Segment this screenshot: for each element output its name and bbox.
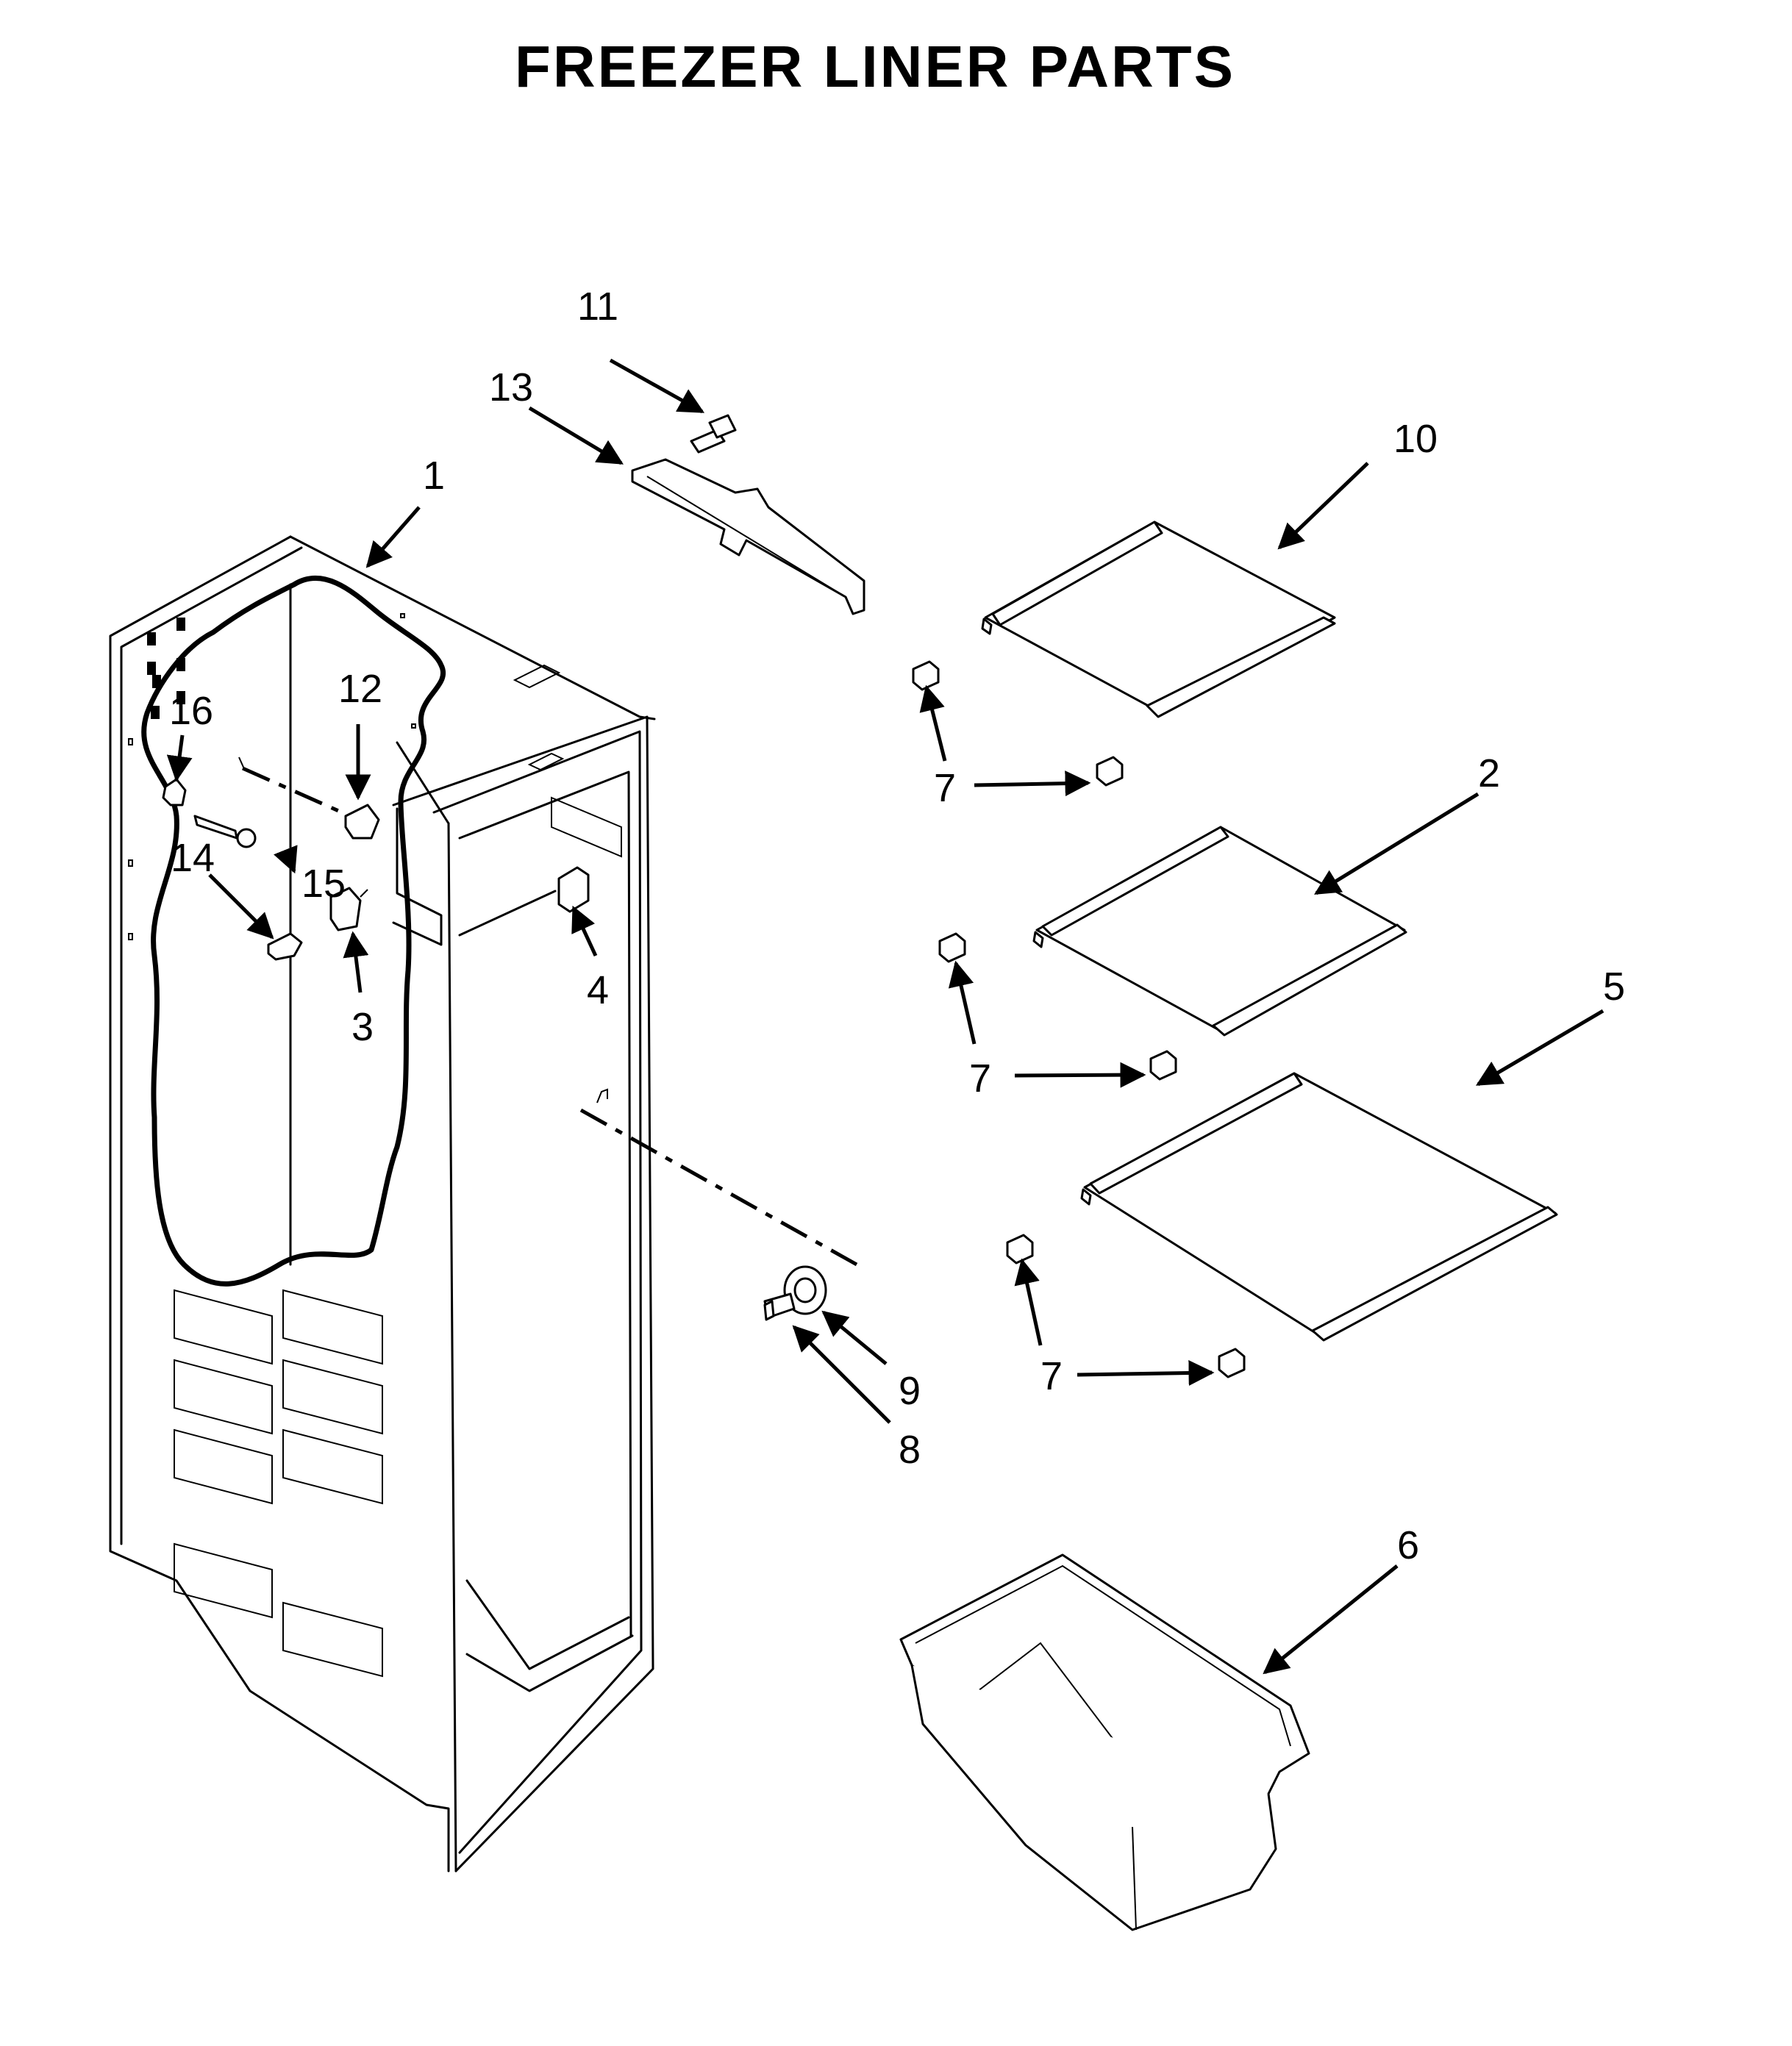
- callout-arrows: [166, 358, 1604, 1675]
- callout-8: 8: [899, 1428, 921, 1472]
- callout-14: 14: [171, 836, 215, 880]
- shelf-supports-part-7: [912, 660, 1246, 1378]
- callout-7-top: 7: [934, 766, 956, 810]
- callout-4: 4: [587, 968, 609, 1012]
- callout-2: 2: [1478, 751, 1500, 795]
- diagram-title: FREEZER LINER PARTS: [514, 34, 1235, 99]
- callout-3: 3: [351, 1005, 374, 1049]
- callout-16: 16: [169, 689, 213, 733]
- callout-11: 11: [577, 285, 618, 329]
- callout-10: 10: [1393, 417, 1438, 461]
- bin-part-6: [899, 1553, 1310, 1931]
- shelf-part-5: [1080, 1072, 1558, 1342]
- freezer-liner-part: [109, 535, 656, 1872]
- callout-7-bottom: 7: [1040, 1354, 1063, 1398]
- callout-6: 6: [1397, 1523, 1419, 1567]
- callout-12: 12: [338, 667, 382, 711]
- callout-labels: 1 2 3 4 5 6 7 7 7 8 9 10 11 12 13 14 15 …: [169, 285, 1625, 1567]
- foot-parts-8-9: [579, 1088, 858, 1321]
- hardware-parts: [162, 756, 380, 961]
- callout-13: 13: [489, 365, 533, 409]
- callout-5: 5: [1603, 965, 1625, 1009]
- bracket-part-13: [631, 458, 865, 615]
- callout-15: 15: [301, 862, 346, 906]
- shelf-part-2: [1032, 826, 1407, 1037]
- callout-7-middle: 7: [969, 1056, 991, 1101]
- switch-part-4: [458, 866, 590, 937]
- shelf-part-10: [981, 521, 1336, 718]
- callout-9: 9: [899, 1369, 921, 1413]
- callout-1: 1: [423, 454, 445, 498]
- screw-part-11: [690, 414, 737, 454]
